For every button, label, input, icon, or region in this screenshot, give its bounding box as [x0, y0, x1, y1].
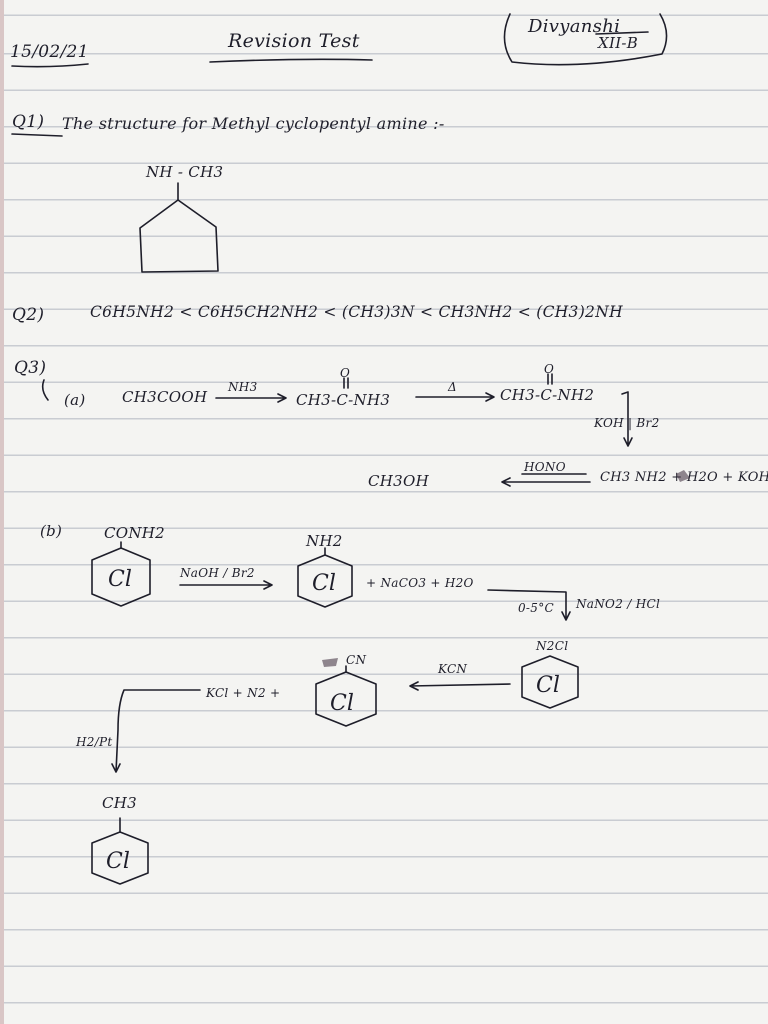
- arrow-hono: [501, 477, 591, 487]
- q3-label: Q3): [14, 358, 47, 378]
- q3a-label: (a): [64, 391, 86, 409]
- q2-text: C6H5NH2 < C6H5CH2NH2 < (CH3)3N < CH3NH2 …: [90, 303, 623, 321]
- q3-bracket: [41, 379, 49, 401]
- q3a-intermediate2: CH3-C-NH2: [500, 386, 595, 404]
- date: 15/02/21: [10, 42, 89, 62]
- q3a-final: CH3OH: [368, 472, 429, 490]
- name-bracket: [503, 13, 668, 66]
- arrow-nh3: [215, 393, 287, 403]
- q3a-reagent2: Δ: [448, 380, 457, 394]
- q3b-condition2: 0-5°C: [518, 601, 555, 615]
- arrow-h2-pt: [111, 689, 201, 773]
- title-underline: [209, 58, 373, 63]
- ink-blot: [676, 470, 690, 482]
- arrow-diazotization: [487, 589, 571, 621]
- carbonyl-double-bond-1: [343, 377, 349, 389]
- arrow-down-hofmann: [621, 391, 633, 447]
- q3b-reagent1: NaOH / Br2: [180, 566, 255, 580]
- q3b-reagent2: NaNO2 / HCl: [576, 597, 661, 611]
- cyclopentane-ring: [139, 182, 219, 273]
- q3b-final-group: CH3: [102, 794, 138, 812]
- page-margin: [0, 0, 4, 1024]
- arrow-kcn: [409, 681, 511, 691]
- q3a-reagent1: NH3: [228, 380, 258, 394]
- scribble-mark: [322, 658, 338, 667]
- q3b-diazo-group: N2Cl: [536, 639, 569, 653]
- ring-label-3: Cl: [536, 673, 560, 698]
- q3b-amine-group: NH2: [306, 532, 343, 550]
- q3a-reagent4: HONO: [524, 460, 566, 474]
- arrow-naoh-br2: [179, 580, 273, 590]
- q3a-reactant: CH3COOH: [122, 388, 208, 406]
- q3b-nitrile-group: CN: [346, 653, 367, 667]
- q3a-intermediate1: CH3-C-NH3: [296, 391, 391, 409]
- q3b-reagent3: KCN: [438, 662, 468, 676]
- q3a-int1-oxygen: O: [340, 366, 351, 380]
- ring-label-5: Cl: [106, 849, 130, 874]
- page-title: Revision Test: [228, 30, 360, 52]
- benzene-ring-2: [297, 554, 353, 608]
- benzene-ring-1: [91, 547, 151, 607]
- q3a-int2-oxygen: O: [544, 362, 555, 376]
- q3b-byproducts1: + NaCO3 + H2O: [366, 576, 474, 590]
- q3b-label: (b): [40, 522, 63, 540]
- q3b-reagent4: H2/Pt: [76, 735, 113, 749]
- ring-label-4: Cl: [330, 691, 354, 716]
- ring-label-2: Cl: [312, 571, 336, 596]
- q3b-start-group: CONH2: [104, 524, 166, 542]
- q1-label: Q1): [12, 112, 45, 132]
- q3b-byproducts3: KCl + N2 +: [206, 686, 281, 700]
- q1-text: The structure for Methyl cyclopentyl ami…: [62, 114, 445, 133]
- q2-label: Q2): [12, 305, 45, 325]
- student-class: XII-B: [598, 34, 639, 52]
- class-rule: [595, 31, 649, 35]
- date-underline: [11, 63, 89, 68]
- ring-label-1: Cl: [108, 567, 132, 592]
- q3a-reagent3: KOH | Br2: [594, 416, 660, 430]
- benzene-ring-3: [521, 655, 579, 709]
- benzene-ring-5: [91, 831, 149, 885]
- q1-substituent: NH - CH3: [146, 163, 224, 181]
- carbonyl-double-bond-2: [547, 373, 553, 385]
- q1-label-underline: [11, 133, 63, 137]
- benzene-ring-4: [315, 671, 377, 727]
- arrow-heat: [415, 392, 495, 402]
- student-name: Divyanshi: [528, 16, 621, 37]
